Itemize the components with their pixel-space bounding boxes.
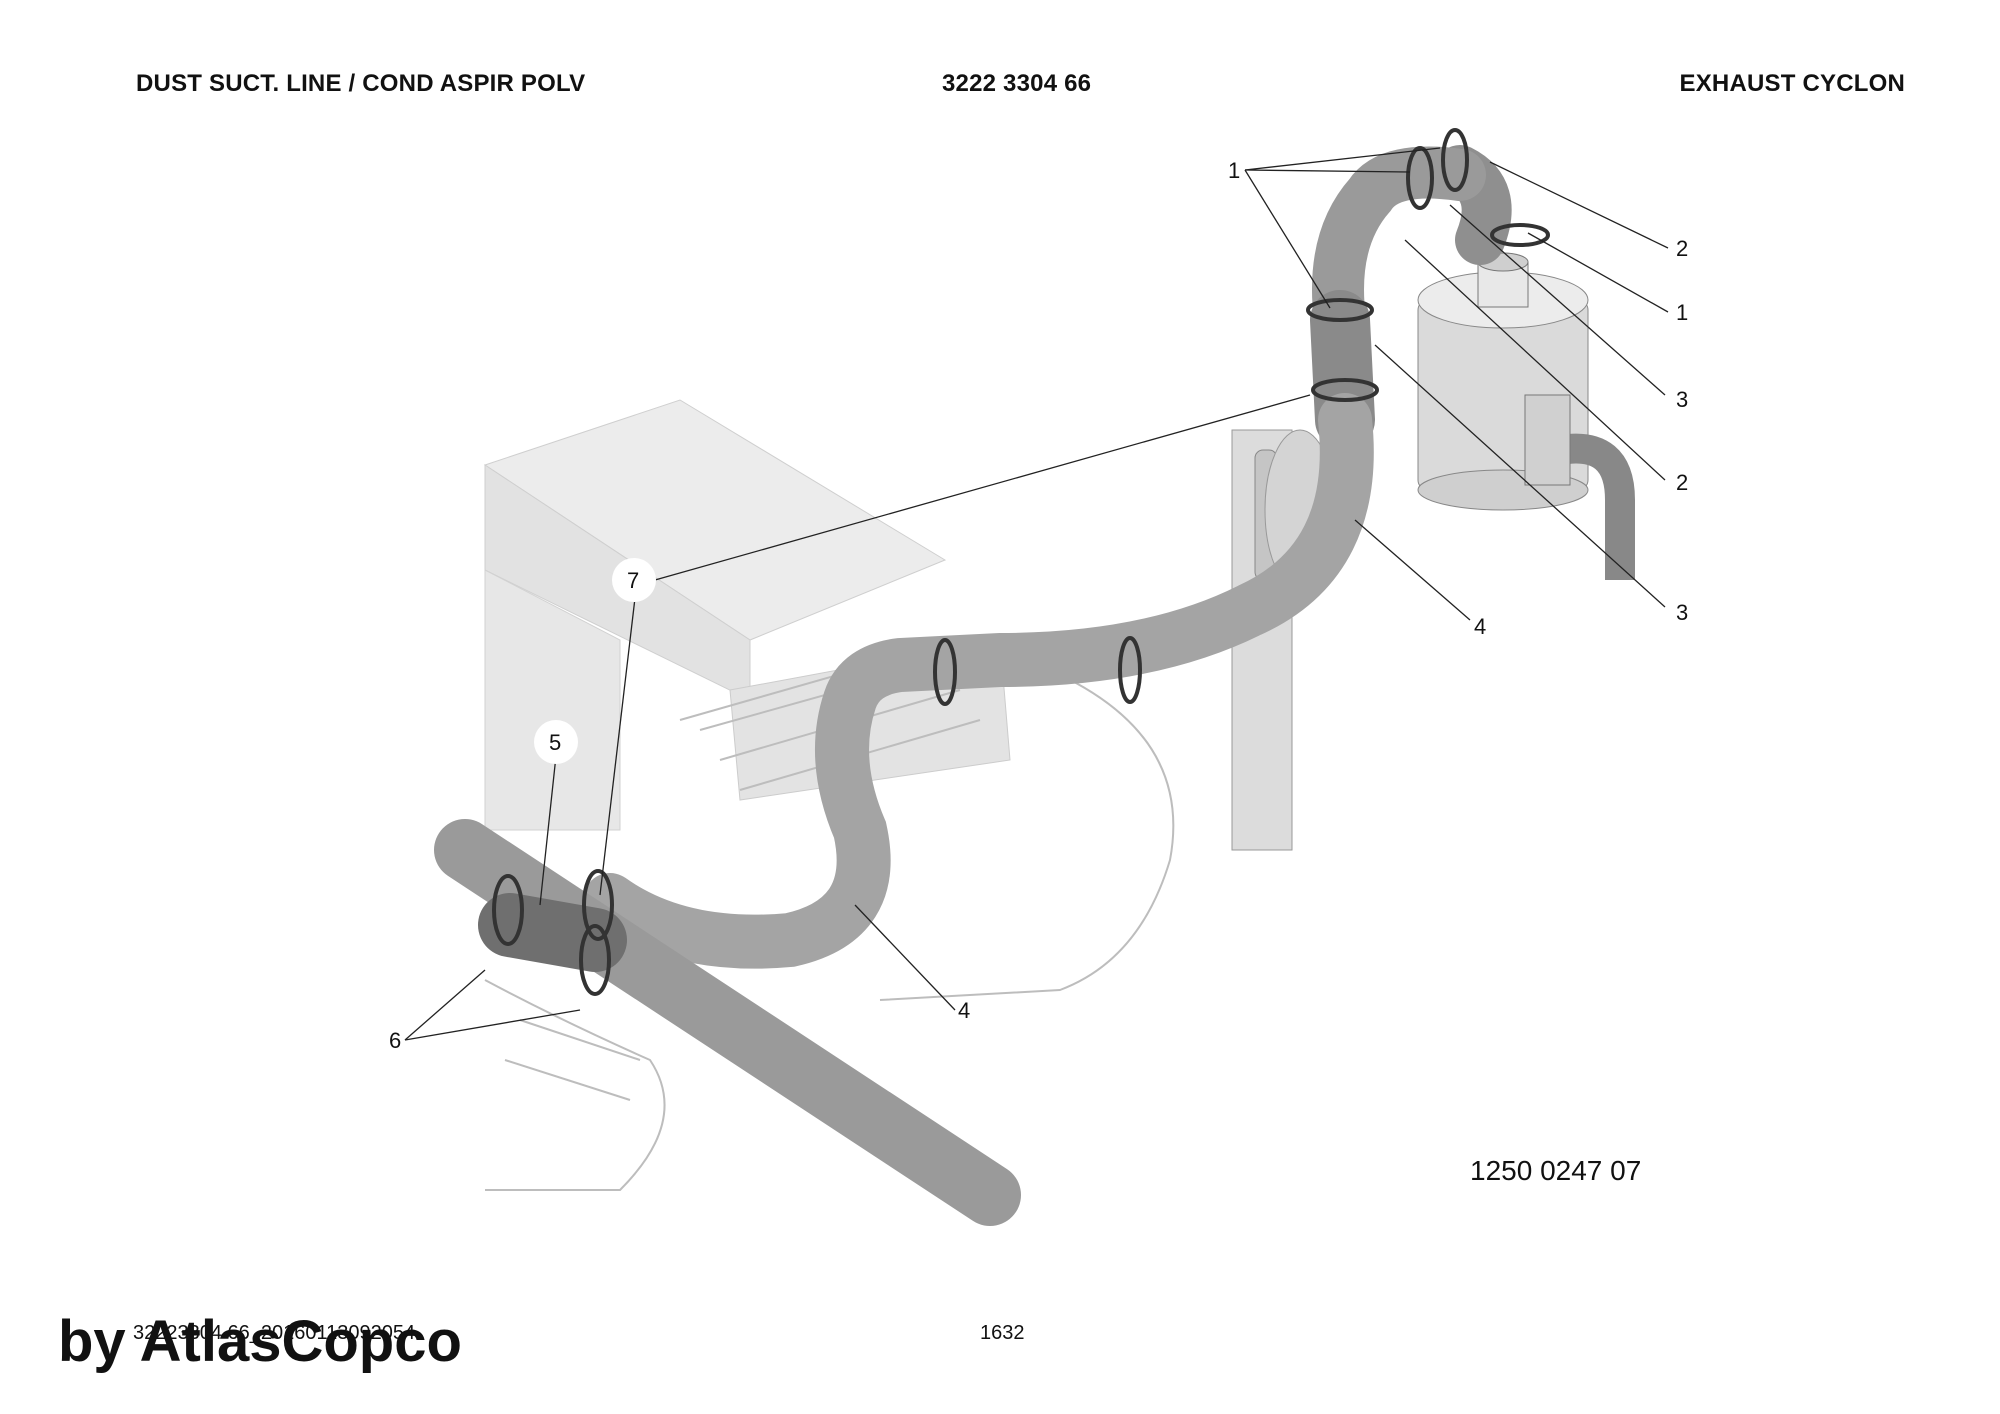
callout-2-mid: 2 — [1676, 470, 1688, 495]
callout-3-lower: 3 — [1676, 600, 1688, 625]
hose-clamps — [492, 128, 1550, 996]
callout-2-top: 2 — [1676, 236, 1688, 261]
callout-1-top: 1 — [1228, 158, 1240, 183]
callout-3-upper: 3 — [1676, 387, 1688, 412]
header-assembly-name: EXHAUST CYCLON — [1679, 70, 1905, 97]
footer-page-number: 1632 — [980, 1322, 1025, 1344]
leader-lines — [404, 147, 1669, 1041]
callout-7-badge — [612, 558, 656, 602]
callout-5: 5 — [549, 730, 561, 755]
mounting-post — [1231, 429, 1336, 851]
footer-document-id: 32223304 66_20160113092054 — [133, 1322, 416, 1344]
callout-5-badge — [534, 720, 578, 764]
callout-1-right: 1 — [1676, 300, 1688, 325]
header-section-title: DUST SUCT. LINE / COND ASPIR POLV — [136, 70, 586, 97]
brand-watermark: by AtlasCopco — [58, 1309, 462, 1374]
callout-6: 6 — [389, 1028, 401, 1053]
callout-labels: 1 2 1 3 2 3 4 7 5 4 6 — [389, 158, 1688, 1053]
callout-4-upper: 4 — [1474, 614, 1486, 639]
drawing-number: 1250 0247 07 — [1470, 1155, 1642, 1186]
callout-4-lower: 4 — [958, 998, 970, 1023]
exhaust-cyclone — [1417, 252, 1635, 580]
header-part-number: 3222 3304 66 — [942, 70, 1092, 97]
callout-7: 7 — [627, 568, 639, 593]
machine-body — [483, 399, 1011, 831]
